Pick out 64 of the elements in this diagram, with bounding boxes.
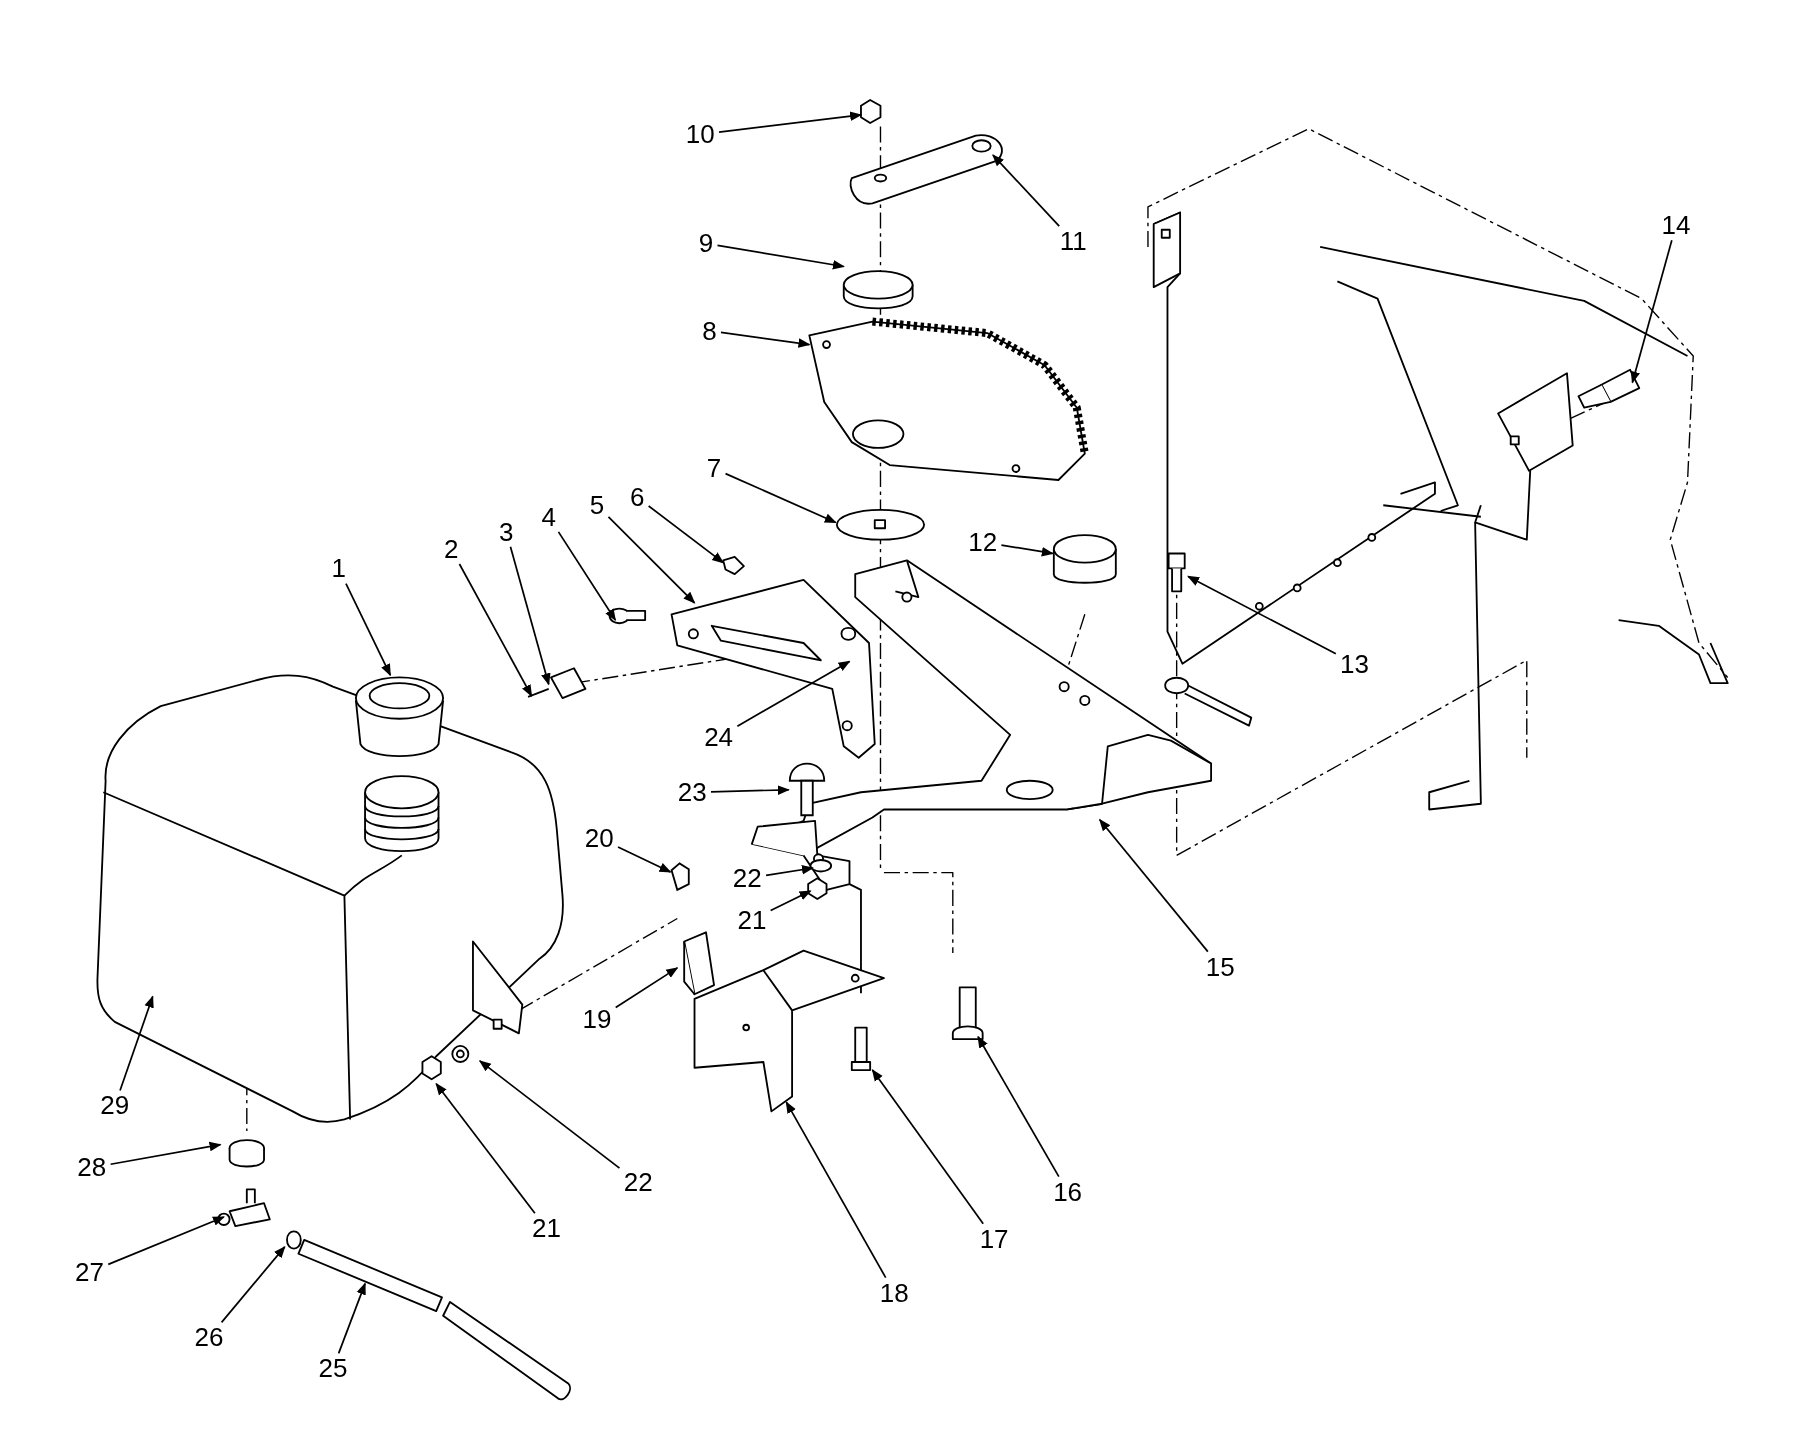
callout-number: 18 bbox=[877, 1278, 911, 1307]
callout-number: 10 bbox=[683, 120, 717, 149]
callout-number: 27 bbox=[73, 1257, 106, 1286]
leader-line bbox=[724, 472, 837, 524]
callout-number: 26 bbox=[192, 1323, 226, 1352]
callout-number: 23 bbox=[675, 778, 709, 807]
leader-line bbox=[607, 515, 696, 604]
leader-line bbox=[107, 1216, 225, 1266]
leader-line bbox=[119, 995, 154, 1092]
leader-line bbox=[557, 531, 617, 622]
callout-number: 17 bbox=[977, 1224, 1011, 1253]
callout-number: 20 bbox=[582, 824, 616, 852]
leader-line bbox=[478, 1060, 621, 1169]
leader-line bbox=[716, 244, 845, 270]
callout-number: 12 bbox=[966, 527, 1000, 556]
callout-number: 1 bbox=[329, 554, 348, 583]
callout-number: 16 bbox=[1051, 1177, 1085, 1206]
leader-line bbox=[435, 1082, 536, 1215]
leader-line bbox=[785, 1101, 887, 1279]
callout-number: 4 bbox=[539, 502, 558, 531]
callout-number: 28 bbox=[75, 1153, 109, 1182]
leader-line bbox=[1000, 544, 1054, 557]
leader-line bbox=[718, 111, 863, 134]
screw-drawing bbox=[670, 862, 690, 892]
leader-line bbox=[992, 154, 1061, 227]
callout-number: 8 bbox=[700, 316, 719, 345]
callout-number: 9 bbox=[696, 229, 716, 258]
leader-line bbox=[509, 545, 551, 686]
leader-line bbox=[458, 563, 533, 697]
callout-number: 21 bbox=[529, 1214, 563, 1243]
leader-line bbox=[977, 1035, 1060, 1178]
leader-line bbox=[736, 660, 851, 728]
carriage-bolt-drawing bbox=[788, 762, 826, 817]
leader-line bbox=[220, 1245, 286, 1324]
callout-number: 22 bbox=[730, 864, 764, 893]
leader-line bbox=[337, 1282, 366, 1355]
callout-number: 24 bbox=[702, 723, 736, 751]
callout-number: 19 bbox=[580, 1005, 614, 1034]
callout-number: 13 bbox=[1338, 649, 1372, 678]
leader-line bbox=[617, 846, 672, 873]
leader-line bbox=[765, 864, 814, 877]
leader-line bbox=[345, 582, 392, 677]
leader-line bbox=[710, 785, 790, 795]
callout-number: 14 bbox=[1659, 211, 1693, 239]
leader-line bbox=[1098, 818, 1209, 953]
callout-number: 2 bbox=[441, 534, 461, 563]
leader-line bbox=[1630, 239, 1673, 384]
leader-line bbox=[871, 1069, 985, 1225]
leader-line bbox=[614, 967, 679, 1009]
leader-line bbox=[109, 1141, 222, 1166]
callout-number: 3 bbox=[497, 517, 516, 546]
leader-line bbox=[720, 331, 811, 348]
leader-line bbox=[647, 505, 725, 564]
callout-number: 7 bbox=[704, 454, 724, 483]
callout-number: 22 bbox=[621, 1168, 655, 1197]
callout-number: 21 bbox=[735, 905, 769, 934]
callout-number: 25 bbox=[316, 1354, 350, 1383]
leader-line bbox=[1187, 575, 1337, 655]
leader-line bbox=[769, 890, 812, 912]
callout-number: 5 bbox=[587, 491, 607, 520]
callout-number: 6 bbox=[627, 483, 647, 512]
callout-number: 29 bbox=[98, 1091, 132, 1120]
callout-number: 15 bbox=[1203, 952, 1237, 981]
callout-number: 11 bbox=[1057, 227, 1089, 256]
